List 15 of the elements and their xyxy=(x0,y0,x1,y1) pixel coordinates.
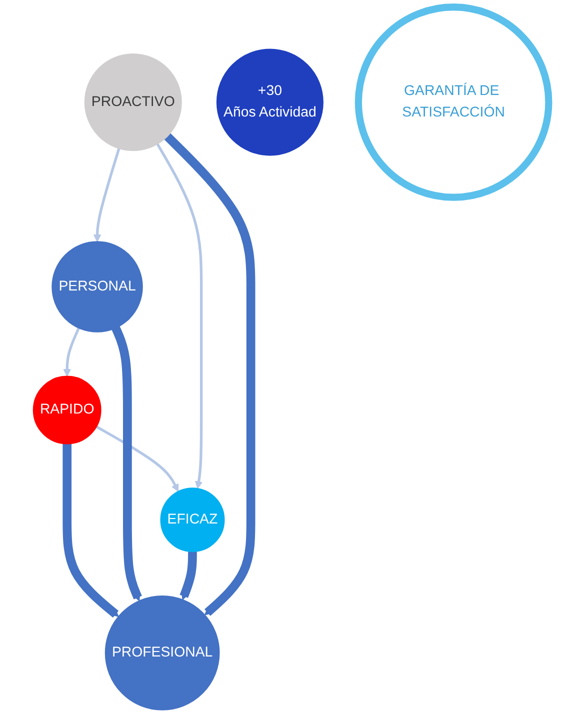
arrow xyxy=(96,426,179,492)
node-circle: PERSONAL xyxy=(52,241,143,332)
node-circle: PROACTIVO xyxy=(84,53,182,151)
arrow xyxy=(164,133,256,616)
arrow xyxy=(62,443,119,618)
node-circle: EFICAZ xyxy=(160,488,225,552)
arrow xyxy=(112,326,142,602)
node-circle: +30 Años Actividad xyxy=(216,48,324,156)
node-circle: PROFESIONAL xyxy=(104,595,220,710)
arrow xyxy=(93,148,120,242)
arrow xyxy=(180,550,197,600)
node-circle: GARANTÍA DE SATISFACCIÓN xyxy=(354,4,552,201)
arrow xyxy=(156,143,203,489)
arrow xyxy=(63,328,80,377)
node-circle: RAPIDO xyxy=(32,376,102,444)
